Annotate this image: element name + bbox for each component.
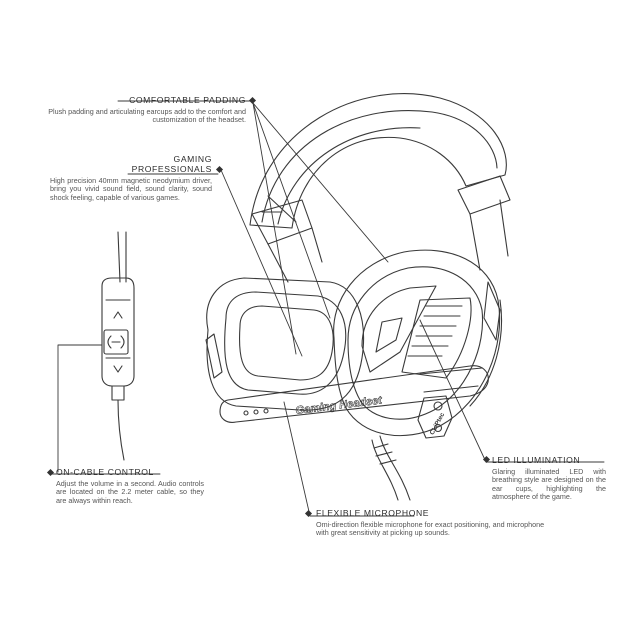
feature-title: COMFORTABLE PADDING	[129, 95, 246, 105]
feature-desc: Adjust the volume in a second. Audio con…	[56, 479, 204, 505]
feature-title-line2: PROFESSIONALS	[131, 164, 212, 174]
callout-markers	[46, 96, 491, 518]
mic-label: Gaming Headset	[295, 394, 384, 417]
inline-remote	[101, 231, 135, 461]
feature-title: LED ILLUMINATION	[492, 455, 581, 465]
feature-led-illumination: LED ILLUMINATION Glaring illuminated LED…	[492, 455, 606, 502]
headband	[249, 93, 511, 283]
feature-desc: High precision 40mm magnetic neodymium d…	[50, 176, 212, 202]
feature-on-cable-control: ON-CABLE CONTROL Adjust the volume in a …	[56, 467, 204, 505]
feature-desc: Plush padding and articulating earcups a…	[48, 107, 246, 125]
feature-title: FLEXIBLE MICROPHONE	[316, 508, 430, 518]
feature-title-line1: GAMING	[173, 154, 212, 164]
right-earcup	[333, 249, 503, 501]
left-earcup	[205, 277, 365, 411]
cliptec-badge	[417, 395, 453, 439]
feature-title: ON-CABLE CONTROL	[56, 467, 154, 477]
feature-flexible-microphone: FLEXIBLE MICROPHONE Omi-direction flexib…	[316, 508, 556, 538]
feature-comfortable-padding: COMFORTABLE PADDING Plush padding and ar…	[22, 95, 246, 125]
callout-lines	[51, 100, 605, 517]
feature-desc: Omi-direction flexible microphone for ex…	[316, 520, 545, 538]
microphone-boom	[219, 365, 489, 423]
feature-desc: Glaring illuminated LED with breathing s…	[492, 467, 606, 502]
feature-gaming-professionals: GAMING PROFESSIONALS High precision 40mm…	[50, 154, 212, 202]
